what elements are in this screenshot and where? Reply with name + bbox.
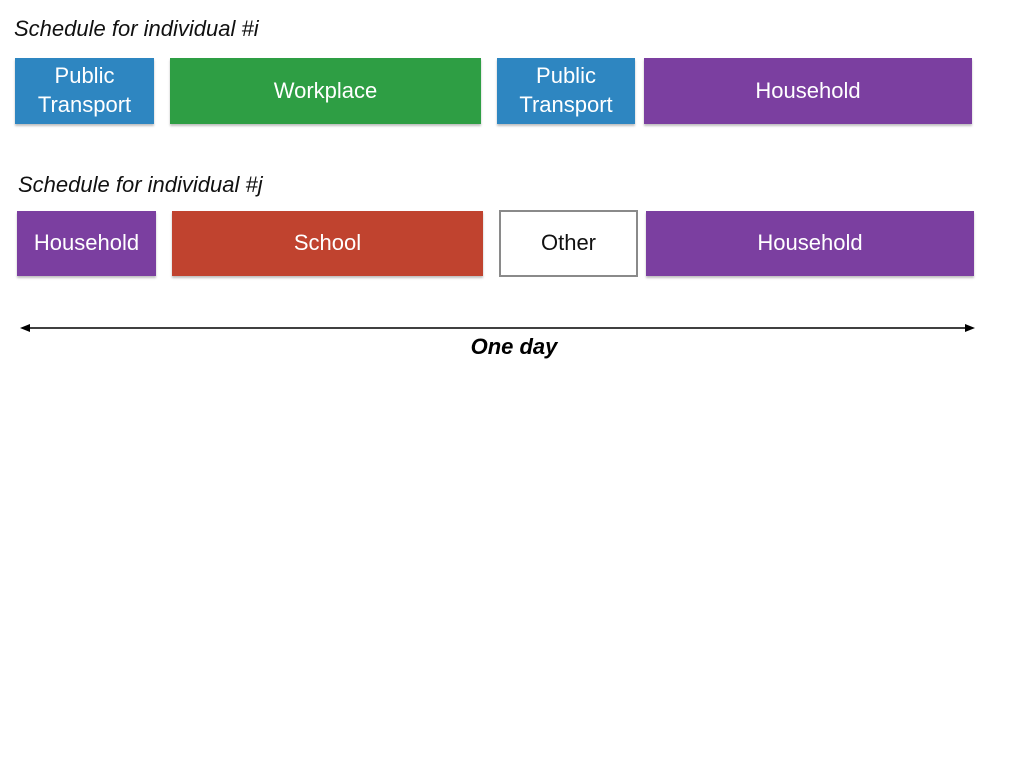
schedule-i-block-public-transport-2: Public Transport <box>497 58 635 124</box>
schedule-i-block-public-transport-1: Public Transport <box>15 58 154 124</box>
schedule-j-block-household-2: Household <box>646 211 974 276</box>
schedule-title-individual-i: Schedule for individual #i <box>14 16 259 41</box>
timeline-double-arrow <box>20 318 975 338</box>
schedule-j-block-household-1: Household <box>17 211 156 276</box>
schedule-title-individual-j: Schedule for individual #j <box>18 172 263 197</box>
block-label: Other <box>540 230 597 256</box>
timeline-label: One day <box>470 334 558 359</box>
schedule-j-block-other: Other <box>499 210 638 277</box>
schedule-i-block-household: Household <box>644 58 972 124</box>
block-label: School <box>293 230 362 256</box>
block-label: Household <box>33 230 140 256</box>
schedule-j-block-school: School <box>172 211 483 276</box>
arrow-left-icon <box>20 324 30 332</box>
schedule-i-block-workplace: Workplace <box>170 58 481 124</box>
arrow-right-icon <box>965 324 975 332</box>
block-label: Public Transport <box>37 63 132 117</box>
block-label: Household <box>757 230 863 256</box>
block-label: Public Transport <box>519 63 613 117</box>
block-label: Workplace <box>273 77 378 103</box>
block-label: Household <box>755 77 861 103</box>
